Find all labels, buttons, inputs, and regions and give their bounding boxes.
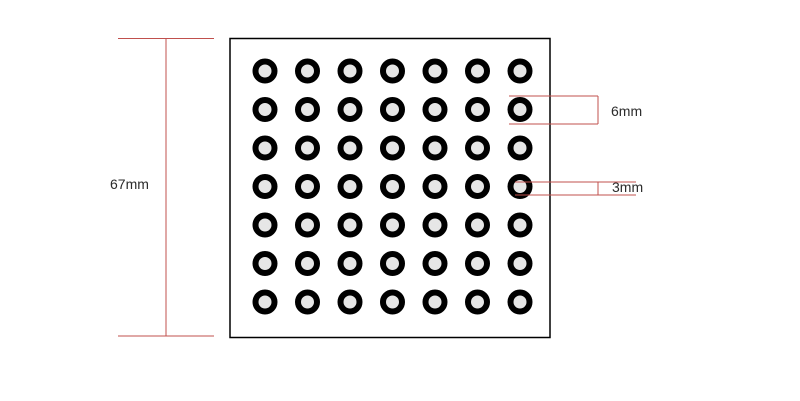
ring-dot: [252, 97, 278, 122]
ring-dot: [295, 212, 320, 238]
ring-dot: [380, 212, 405, 238]
ring-dot: [337, 212, 363, 238]
ring-dot: [465, 289, 490, 315]
ring-dot: [380, 251, 405, 276]
ring-dot: [507, 289, 533, 315]
ring-dot: [295, 251, 320, 276]
ring-outer-dimension-label: 6mm: [611, 103, 642, 119]
ring-dot: [337, 135, 363, 161]
ring-outer-dimension: 6mm: [509, 95, 642, 125]
ring-dot: [422, 135, 448, 161]
ring-dot: [507, 251, 533, 276]
ring-dot: [507, 174, 533, 199]
ring-inner-dimension-label: 3mm: [612, 179, 643, 195]
overall-height-dimension: 67mm: [110, 38, 214, 337]
ring-dot: [337, 58, 363, 84]
ring-dot: [507, 58, 533, 84]
ring-grid: [252, 58, 533, 315]
ring-dot: [295, 97, 320, 122]
ring-dot: [465, 212, 490, 238]
ring-dot: [380, 97, 405, 122]
ring-dot: [295, 135, 320, 161]
ring-dot: [337, 97, 363, 122]
ring-dot: [252, 289, 278, 315]
ring-dot: [465, 251, 490, 276]
ring-dot: [295, 174, 320, 199]
ring-dot: [422, 212, 448, 238]
ring-dot: [252, 174, 278, 199]
overall-dimension-label: 67mm: [110, 176, 149, 192]
ring-dot: [422, 289, 448, 315]
ring-dot: [422, 97, 448, 122]
ring-inner-dimension: 3mm: [515, 179, 643, 196]
ring-dot: [295, 58, 320, 84]
ring-dot: [380, 135, 405, 161]
ring-dot: [337, 289, 363, 315]
ring-dot: [380, 289, 405, 315]
ring-dot: [252, 212, 278, 238]
ring-dot: [422, 174, 448, 199]
ring-dot: [422, 58, 448, 84]
ring-dot: [465, 135, 490, 161]
ring-dot: [422, 251, 448, 276]
ring-dot: [507, 212, 533, 238]
ring-dot: [465, 58, 490, 84]
ring-dot: [252, 135, 278, 161]
ring-dot: [295, 289, 320, 315]
ring-dot: [465, 97, 490, 122]
ring-dot: [380, 58, 405, 84]
ring-dot: [507, 135, 533, 161]
ring-dot: [337, 251, 363, 276]
ring-dot: [380, 174, 405, 199]
ring-dot: [252, 251, 278, 276]
ring-dot: [252, 58, 278, 84]
ring-dot: [337, 174, 363, 199]
ring-dot: [465, 174, 490, 199]
ring-dot: [507, 97, 533, 122]
